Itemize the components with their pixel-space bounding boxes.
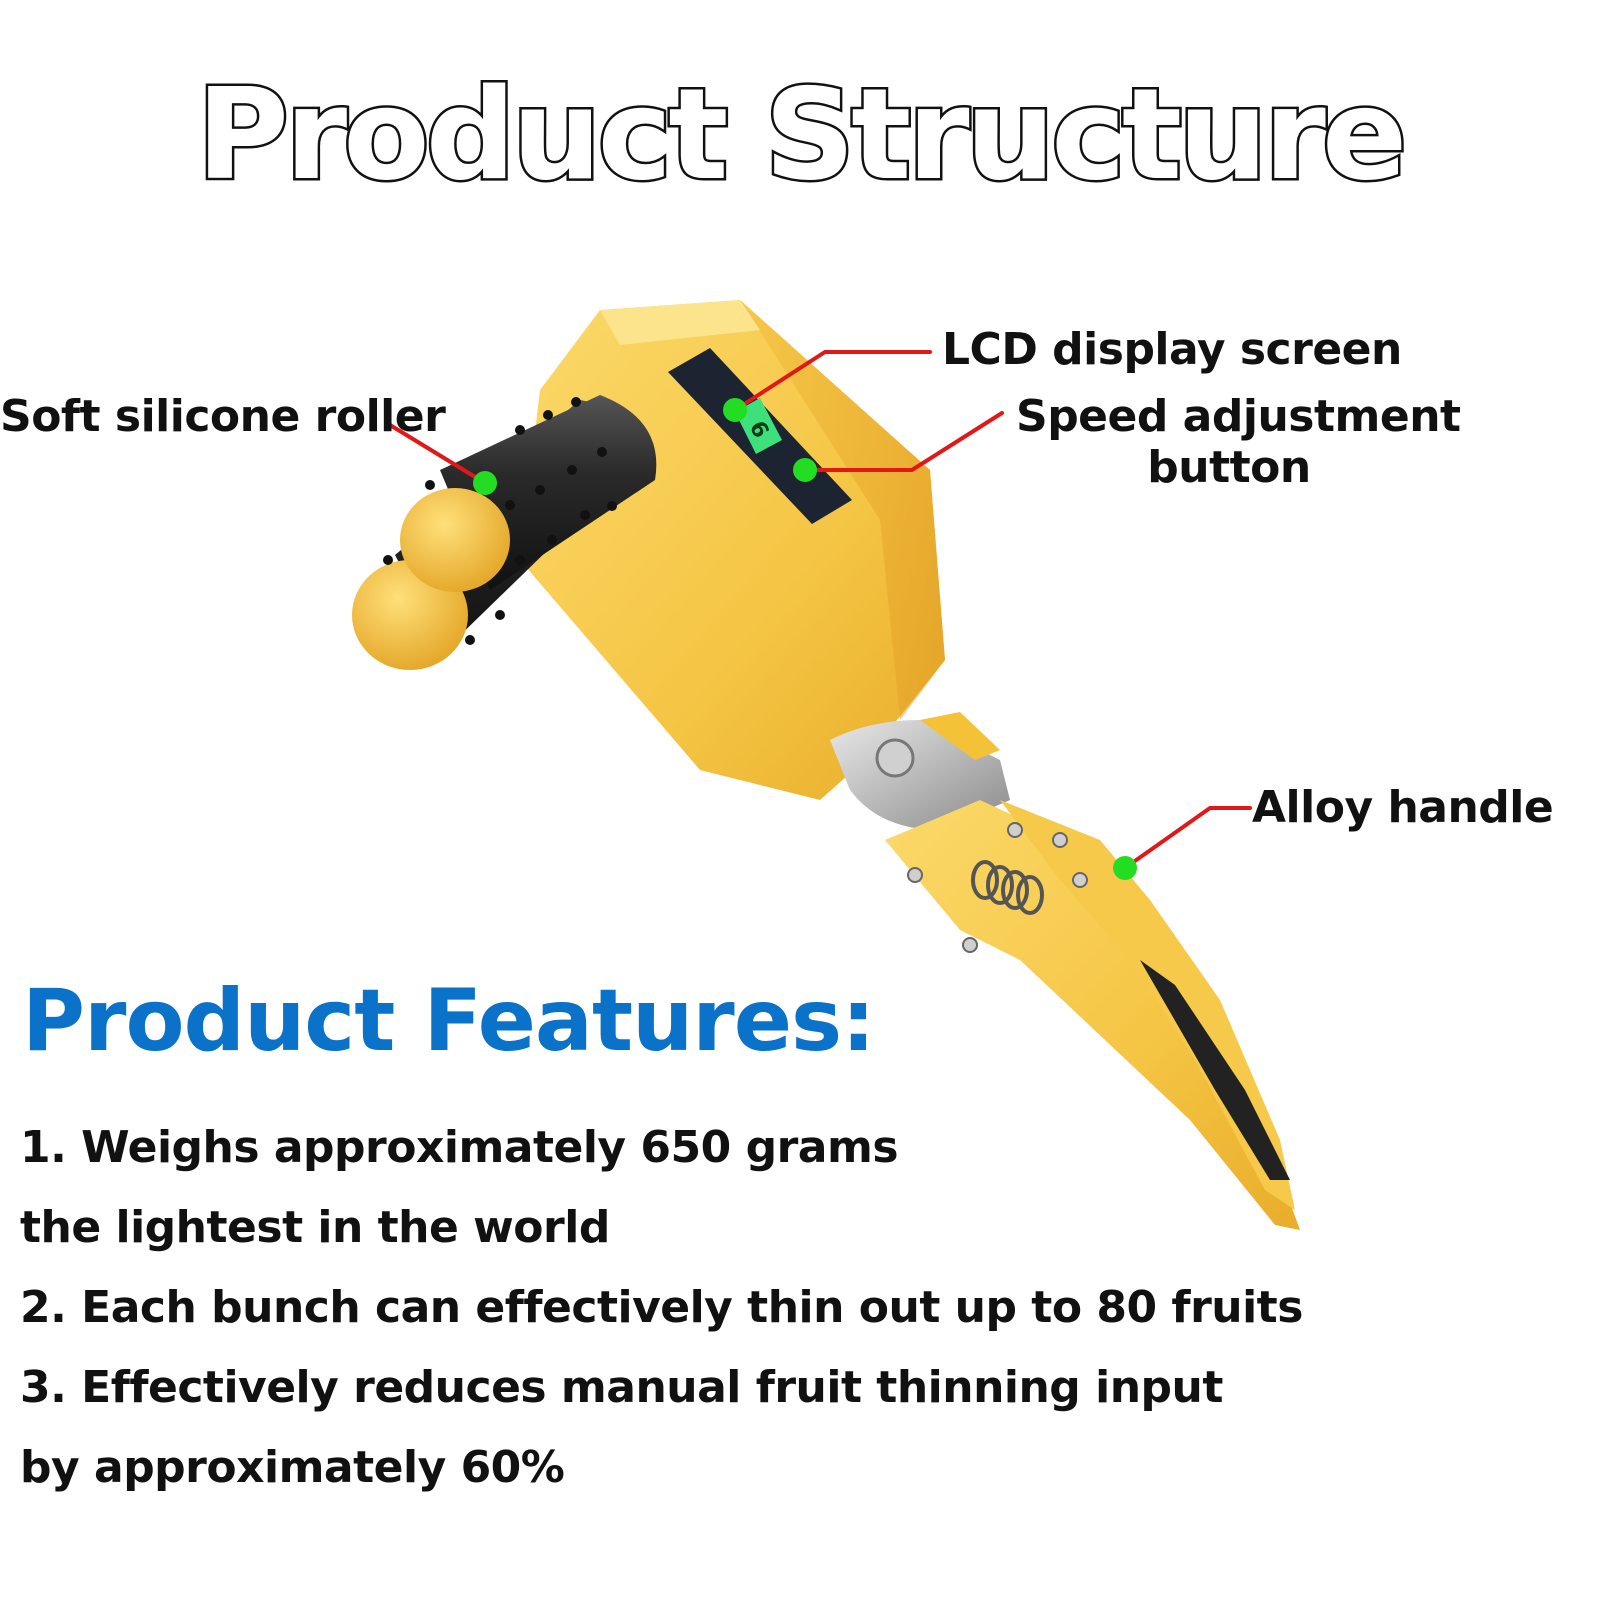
roller-end-cap-upper (400, 488, 510, 592)
feature-line: by approximately 60% (20, 1442, 565, 1493)
silicone-rollers (352, 395, 657, 670)
lcd-leader-line (733, 350, 932, 412)
page-title: Product Structure (194, 61, 1410, 208)
speed-button-marker (793, 458, 817, 482)
callout-markers (473, 398, 1137, 880)
roller-leader-line (388, 423, 487, 485)
callout-lines (388, 350, 1252, 870)
callout-speed-label: Speed adjustment button (1016, 391, 1461, 493)
callout-lcd-label: LCD display screen (942, 324, 1402, 375)
callout-speed-line-1: Speed adjustment (1016, 391, 1461, 442)
callout-roller-label: Soft silicone roller (0, 391, 446, 442)
callout-speed-line-2: button (1147, 441, 1311, 493)
cutting-head (830, 712, 1010, 830)
alloy-handle (885, 800, 1300, 1230)
handle-leader-line (1123, 806, 1252, 870)
feature-line: 1. Weighs approximately 650 grams (20, 1122, 899, 1173)
roller-marker (473, 471, 497, 495)
feature-line: 3. Effectively reduces manual fruit thin… (20, 1362, 1223, 1413)
handle-marker (1113, 856, 1137, 880)
features-heading: Product Features: (22, 971, 876, 1071)
feature-line: the lightest in the world (20, 1202, 610, 1253)
lcd-marker (723, 398, 747, 422)
handle-spring (971, 860, 1044, 915)
feature-line: 2. Each bunch can effectively thin out u… (20, 1282, 1303, 1333)
callout-handle-label: Alloy handle (1252, 782, 1554, 833)
speed-leader-line (803, 411, 1004, 472)
